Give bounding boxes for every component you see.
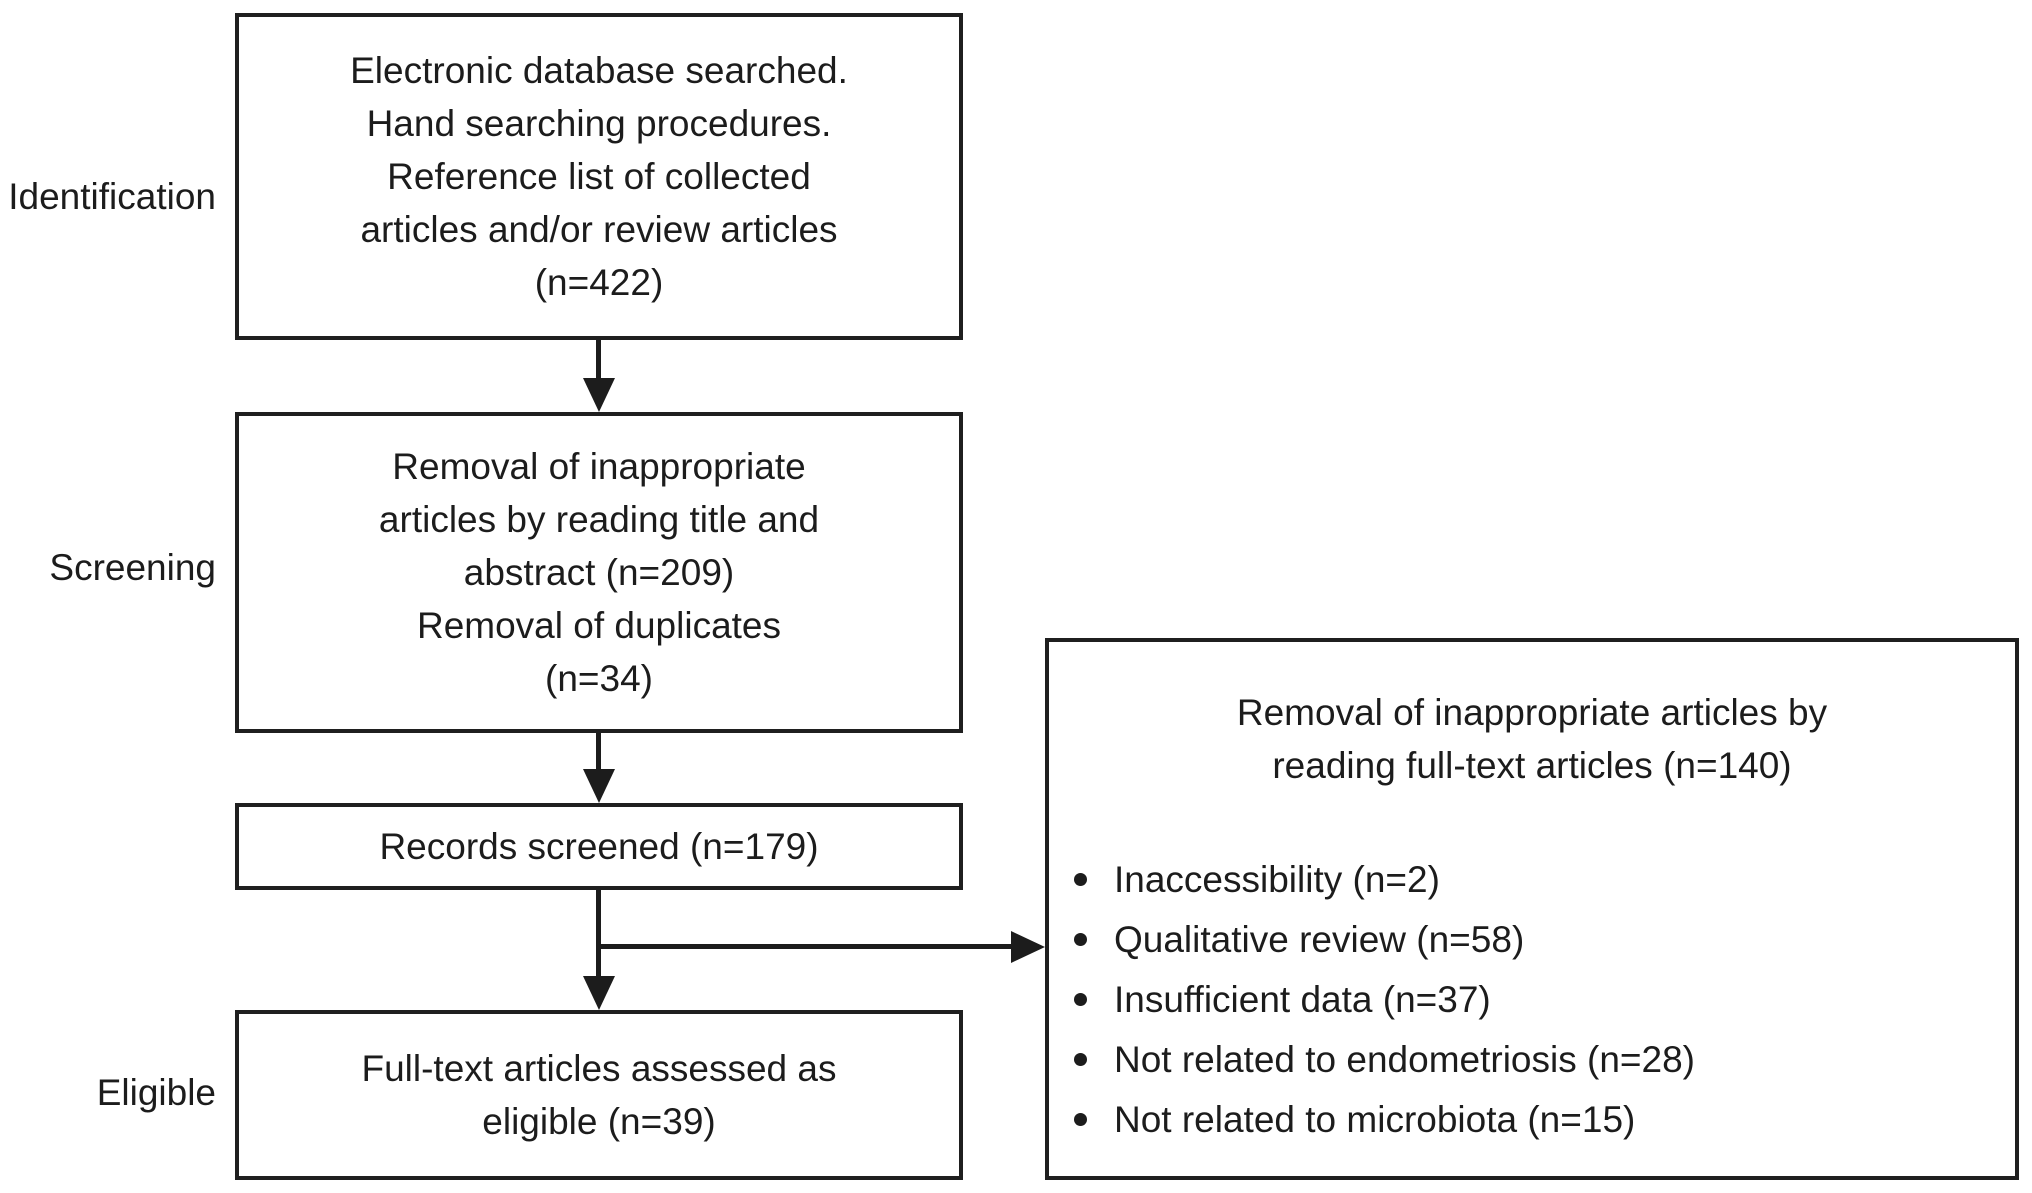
identification-box: Electronic database searched. Hand searc… (235, 13, 963, 340)
exclusion-reason-item: Inaccessibility (n=2) (1074, 849, 2015, 909)
box-text-line: articles and/or review articles (360, 209, 838, 250)
exclusion-reason-text: Not related to endometriosis (n=28) (1114, 1038, 1695, 1080)
connector-identification-screening-line (596, 340, 601, 382)
arrowhead-right-icon (1011, 931, 1045, 963)
box-text-line: eligible (n=39) (482, 1101, 716, 1142)
box-text-line: Reference list of collected (387, 156, 811, 197)
exclusion-reasons-list: Inaccessibility (n=2) Qualitative review… (1049, 849, 2015, 1149)
connector-branch-exclusion-line (596, 944, 1015, 949)
screening-box: Removal of inappropriate articles by rea… (235, 412, 963, 733)
exclusion-box-title: Removal of inappropriate articles by rea… (1049, 686, 2015, 792)
eligible-box: Full-text articles assessed as eligible … (235, 1010, 963, 1180)
exclusion-reason-item: Insufficient data (n=37) (1074, 969, 2015, 1029)
exclusion-reason-text: Qualitative review (n=58) (1114, 918, 1525, 960)
stage-label-eligible: Eligible (96, 1072, 216, 1113)
arrowhead-down-icon (583, 378, 615, 412)
box-text-line: Hand searching procedures. (366, 103, 832, 144)
box-text-line: Removal of duplicates (416, 605, 782, 646)
exclusion-reason-item: Not related to endometriosis (n=28) (1074, 1029, 2015, 1089)
stage-label-screening: Screening (49, 547, 216, 588)
bullet-icon (1074, 992, 1087, 1006)
exclusion-title-line: reading full-text articles (n=140) (1272, 745, 1792, 786)
bullet-icon (1074, 932, 1087, 946)
bullet-icon (1074, 1052, 1087, 1066)
exclusion-reasons-box: Removal of inappropriate articles by rea… (1045, 638, 2019, 1180)
box-text-line: Records screened (n=179) (379, 826, 819, 867)
box-text-line: Electronic database searched. (350, 50, 848, 91)
connector-records-eligible-line (596, 890, 601, 980)
exclusion-reason-text: Not related to microbiota (n=15) (1114, 1098, 1636, 1140)
exclusion-reason-item: Not related to microbiota (n=15) (1074, 1089, 2015, 1149)
arrowhead-down-icon (583, 976, 615, 1010)
exclusion-reason-text: Inaccessibility (n=2) (1114, 858, 1440, 900)
stage-label-identification: Identification (8, 176, 216, 217)
box-text-line: Removal of inappropriate (392, 446, 806, 487)
exclusion-reason-text: Insufficient data (n=37) (1114, 978, 1491, 1020)
box-text-line: Full-text articles assessed as (361, 1048, 837, 1089)
bullet-icon (1074, 872, 1087, 886)
arrowhead-down-icon (583, 769, 615, 803)
exclusion-reason-item: Qualitative review (n=58) (1074, 909, 2015, 969)
bullet-icon (1074, 1112, 1087, 1126)
box-text-line: (n=34) (545, 658, 653, 699)
box-text-line: articles by reading title and (378, 499, 820, 540)
records-screened-box: Records screened (n=179) (235, 803, 963, 890)
connector-screening-records-line (596, 733, 601, 773)
box-text-line: (n=422) (534, 262, 664, 303)
exclusion-title-line: Removal of inappropriate articles by (1236, 692, 1828, 733)
box-text-line: abstract (n=209) (463, 552, 735, 593)
